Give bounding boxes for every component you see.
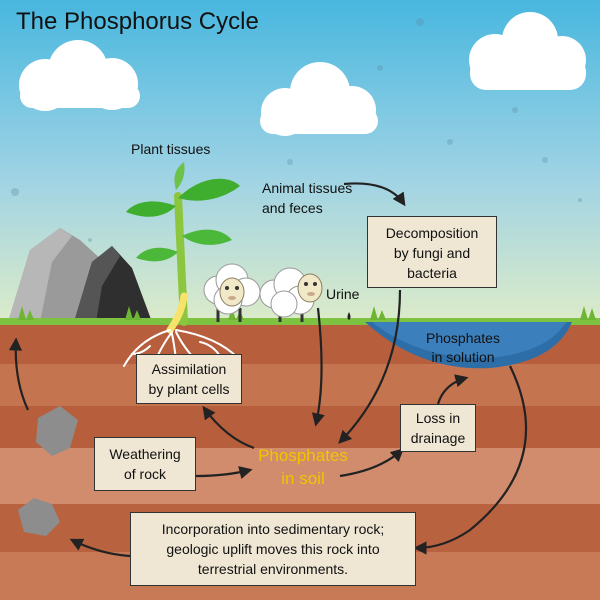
box-loss-in-drainage: Loss in drainage bbox=[400, 404, 476, 452]
plant bbox=[126, 162, 240, 334]
rock-fragment-upper bbox=[36, 406, 78, 456]
arrow-sediment-to-rock bbox=[69, 538, 131, 558]
arrow-rock-to-surface bbox=[8, 337, 29, 411]
box-assimilation-line1: Assimilation bbox=[151, 361, 227, 377]
cloud-middle bbox=[260, 62, 378, 136]
cloud-right bbox=[469, 12, 586, 90]
diagram-title: The Phosphorus Cycle bbox=[16, 8, 259, 35]
box-assimilation: Assimilation by plant cells bbox=[136, 354, 242, 404]
sky-dots bbox=[11, 18, 582, 281]
label-animal-tissues: Animal tissues and feces bbox=[262, 178, 352, 218]
arrow-weathering-to-soil bbox=[195, 466, 253, 479]
cycle-arrows bbox=[8, 182, 528, 558]
arrow-drainage-to-solution bbox=[436, 374, 469, 405]
label-plant-tissues: Plant tissues bbox=[131, 141, 211, 157]
label-animal-tissues-line1: Animal tissues bbox=[262, 180, 353, 196]
box-weathering-line2: of rock bbox=[123, 466, 166, 482]
sheep-left bbox=[203, 263, 261, 322]
box-decomposition-line3: bacteria bbox=[407, 265, 457, 281]
urine-drop bbox=[347, 312, 351, 320]
arrow-decomposition-to-soil bbox=[338, 289, 402, 444]
phosphates-soil-line1: Phosphates bbox=[258, 446, 348, 465]
box-weathering-line1: Weathering bbox=[109, 446, 181, 462]
box-weathering: Weathering of rock bbox=[94, 437, 196, 491]
arrow-animals-to-soil bbox=[311, 307, 325, 427]
water-basin-highlight bbox=[372, 322, 566, 359]
sheep-right bbox=[259, 267, 323, 322]
box-assimilation-line2: by plant cells bbox=[148, 381, 230, 397]
arrow-soil-to-drainage bbox=[339, 448, 404, 478]
arrow-animal-to-decomposition bbox=[343, 182, 406, 207]
label-urine: Urine bbox=[326, 286, 360, 302]
box-decomposition: Decomposition by fungi and bacteria bbox=[367, 216, 497, 288]
box-loss-line2: drainage bbox=[410, 430, 466, 446]
label-animal-tissues-line2: and feces bbox=[262, 200, 323, 216]
phosphates-solution-line1: Phosphates bbox=[426, 330, 500, 346]
soil-layer-3 bbox=[0, 406, 600, 448]
rock-gray-shade bbox=[8, 228, 72, 322]
box-decomposition-line2: by fungi and bbox=[393, 245, 471, 261]
label-phosphates-in-soil: Phosphates in soil bbox=[238, 444, 368, 490]
box-incorporation: Incorporation into sedimentary rock; geo… bbox=[130, 512, 416, 586]
cloud-left bbox=[19, 40, 140, 111]
grass-strip bbox=[0, 318, 600, 325]
phosphates-soil-line2: in soil bbox=[281, 469, 325, 488]
box-incorporation-line1: Incorporation into sedimentary rock; bbox=[161, 521, 385, 537]
rock-fragment-lower bbox=[18, 498, 60, 536]
box-incorporation-line2: geologic uplift moves this rock into bbox=[166, 541, 380, 557]
box-loss-line1: Loss in bbox=[415, 410, 461, 426]
box-incorporation-line3: terrestrial environments. bbox=[197, 561, 349, 577]
phosphates-solution-line2: in solution bbox=[431, 349, 495, 365]
rock-dark-shade bbox=[74, 246, 120, 322]
soil-layer-2 bbox=[0, 364, 600, 406]
arrow-soil-to-assimilation bbox=[202, 405, 255, 450]
arrow-solution-to-sediment bbox=[413, 365, 528, 555]
box-decomposition-line1: Decomposition bbox=[385, 225, 479, 241]
label-phosphates-in-solution: Phosphates in solution bbox=[404, 329, 522, 367]
